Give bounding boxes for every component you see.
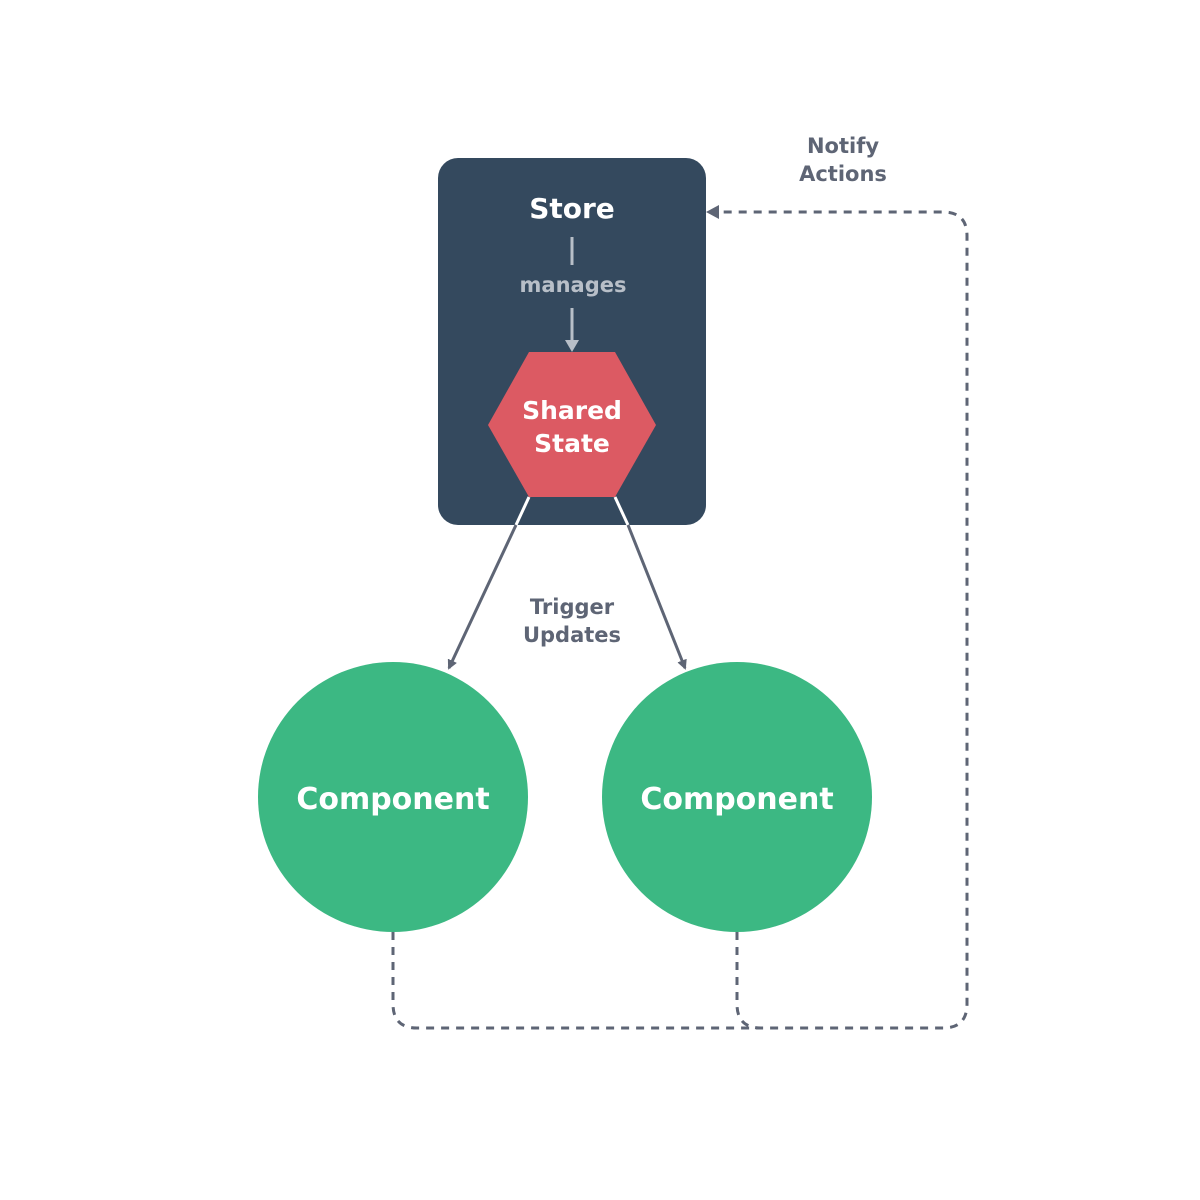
trigger-arrow-left-inside <box>514 496 531 526</box>
store-title: Store <box>529 192 615 225</box>
shared-state-hexagon <box>488 352 656 497</box>
component-node-left <box>258 662 528 932</box>
manages-arrowhead <box>565 340 579 352</box>
component-label-left: Component <box>296 782 489 817</box>
trigger-arrow-right-inside <box>613 496 630 526</box>
component-label-right: Component <box>640 782 833 817</box>
notify-path-left-component <box>391 932 760 1030</box>
notify-label-line2: Actions <box>799 162 887 186</box>
trigger-label-line1: Trigger <box>530 595 615 619</box>
notify-label-line1: Notify <box>807 134 879 158</box>
shared-state-label-line2: State <box>534 429 610 458</box>
notify-arrowhead <box>706 205 719 219</box>
trigger-label-line2: Updates <box>523 623 621 647</box>
shared-state-label-line1: Shared <box>522 396 622 425</box>
manages-label: manages <box>520 273 627 297</box>
component-node-right <box>602 662 872 932</box>
trigger-arrow-left <box>447 524 518 670</box>
trigger-arrow-right <box>626 524 687 670</box>
